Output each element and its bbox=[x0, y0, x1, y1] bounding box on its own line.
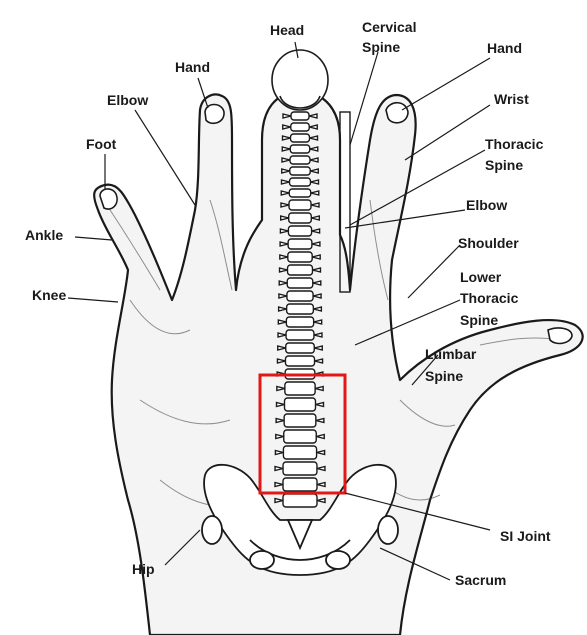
label-thoracic-spine-line2: Spine bbox=[485, 157, 523, 173]
label-lower-thoracic-line1: Lower bbox=[460, 269, 502, 285]
vertebra bbox=[290, 156, 310, 164]
vertebra bbox=[290, 145, 310, 153]
label-wrist: Wrist bbox=[494, 91, 529, 107]
label-knee: Knee bbox=[32, 287, 66, 303]
label-lower-thoracic-line2: Thoracic bbox=[460, 290, 519, 306]
vertebra bbox=[285, 382, 315, 395]
vertebra bbox=[288, 252, 312, 262]
label-sacrum: Sacrum bbox=[455, 572, 506, 588]
label-lumbar-spine-line2: Spine bbox=[425, 368, 463, 384]
label-elbow-left: Elbow bbox=[107, 92, 148, 108]
vertebra bbox=[290, 167, 311, 175]
vertebra bbox=[287, 278, 313, 288]
label-hip: Hip bbox=[132, 561, 155, 577]
vertebra bbox=[284, 414, 316, 427]
label-hand-left: Hand bbox=[175, 59, 210, 75]
vertebra bbox=[291, 112, 309, 120]
vertebra bbox=[289, 189, 311, 197]
label-elbow-right: Elbow bbox=[466, 197, 507, 213]
vertebra bbox=[289, 200, 311, 210]
label-ankle: Ankle bbox=[25, 227, 63, 243]
label-shoulder: Shoulder bbox=[458, 235, 519, 251]
vertebra bbox=[288, 265, 313, 275]
vertebra bbox=[291, 134, 310, 142]
vertebra bbox=[283, 446, 316, 459]
vertebra bbox=[284, 430, 316, 443]
vertebra bbox=[288, 226, 311, 236]
vertebra bbox=[285, 356, 314, 366]
vertebra bbox=[283, 494, 317, 507]
label-si-joint: SI Joint bbox=[500, 528, 551, 544]
label-hand-right: Hand bbox=[487, 40, 522, 56]
label-lumbar-spine-line1: Lumbar bbox=[425, 346, 477, 362]
label-foot: Foot bbox=[86, 136, 117, 152]
skull-illustration bbox=[272, 50, 328, 110]
vertebra bbox=[287, 304, 314, 314]
vertebra bbox=[291, 123, 310, 131]
vertebra bbox=[289, 213, 312, 223]
vertebra bbox=[288, 239, 312, 249]
label-head: Head bbox=[270, 22, 304, 38]
label-cervical-spine-line1: Cervical bbox=[362, 19, 416, 35]
vertebra bbox=[287, 291, 313, 301]
vertebra bbox=[283, 478, 317, 491]
vertebra bbox=[283, 462, 317, 475]
vertebra bbox=[285, 398, 316, 411]
label-lower-thoracic-line3: Spine bbox=[460, 312, 498, 328]
vertebra bbox=[290, 178, 311, 186]
vertebra bbox=[286, 330, 314, 340]
label-thoracic-spine-line1: Thoracic bbox=[485, 136, 544, 152]
vertebra bbox=[286, 317, 313, 327]
label-cervical-spine-line2: Spine bbox=[362, 39, 400, 55]
vertebra bbox=[286, 343, 315, 353]
